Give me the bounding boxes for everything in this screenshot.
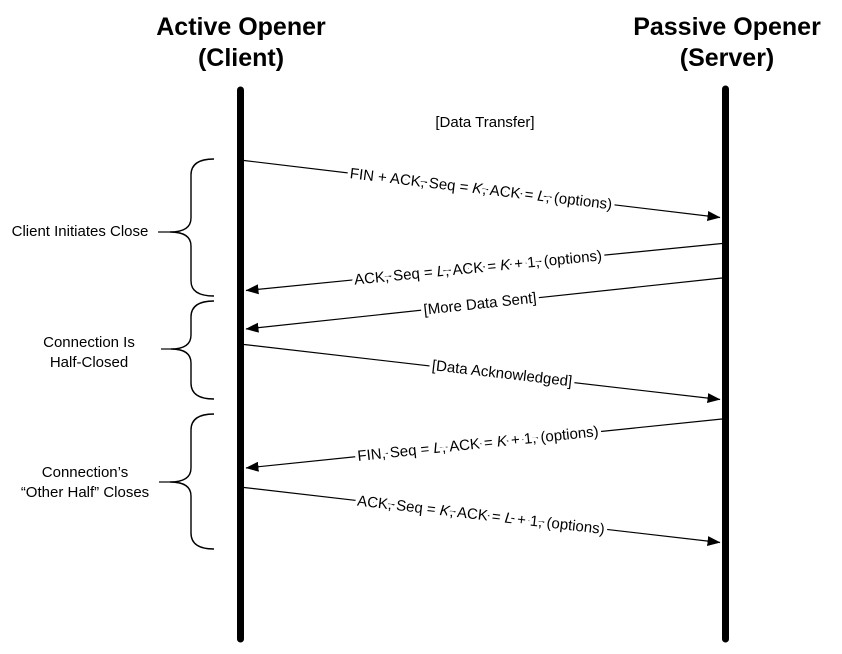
label-fin-ack-seq-k: FIN + ACK, Seq = K, ACK = L, (options) [349,165,613,213]
label-ack-seq-l: ACK, Seq = L, ACK = K + 1, (options) [353,247,602,288]
label-more-data-sent: [More Data Sent] [423,290,538,319]
arrow-data-acknowledged [243,343,721,404]
arrow-ack-server-to-client [245,242,723,295]
data-transfer-note: [Data Transfer] [435,114,534,131]
brace-client-initiates-close [169,158,215,297]
label-segment: , ACK = [449,503,506,526]
label-final-ack-seq-k: ACK, Seq = K, ACK = L + 1, (options) [356,493,605,538]
arrow-more-data-sent [245,277,723,333]
phase-label-half-closed: Half-Closed [50,354,128,371]
label-data-acknowledged: [Data Acknowledged] [431,357,573,390]
phase-label-other-half-closes: “Other Half” Closes [21,484,149,501]
label-segment: ACK, Seq = [353,264,437,289]
active-opener-title: Active Opener [156,13,326,41]
passive-opener-subtitle: (Server) [680,44,775,72]
label-segment: , (options) [545,189,613,214]
label-segment: + 1, (options) [506,423,599,449]
passive-opener-title: Passive Opener [633,13,821,41]
label-segment: FIN, Seq = [357,440,435,465]
label-fin-seq-l: FIN, Seq = L, ACK = K + 1, (options) [357,423,600,465]
phase-label-client-initiates-close: Client Initiates Close [12,223,149,240]
label-segment: + 1, (options) [512,511,605,538]
label-segment: ACK, Seq = [356,493,440,519]
brace-connection-half-closed [170,300,215,400]
phase-label-connection-is: Connection Is [43,334,135,351]
label-segment: FIN + ACK, Seq = [349,165,474,196]
arrow-final-ack-client-to-server [243,486,721,547]
arrow-fin-server-to-client [245,418,723,472]
phase-label-connections: Connection’s [42,464,128,481]
label-segment: , ACK = [444,257,501,279]
label-segment: , ACK = [441,434,498,457]
arrow-fin-ack-client-to-server [243,159,721,221]
label-segment: , ACK = [481,181,538,204]
label-segment: + 1, (options) [509,247,602,273]
brace-other-half-closes [169,413,215,550]
active-opener-subtitle: (Client) [198,44,284,72]
